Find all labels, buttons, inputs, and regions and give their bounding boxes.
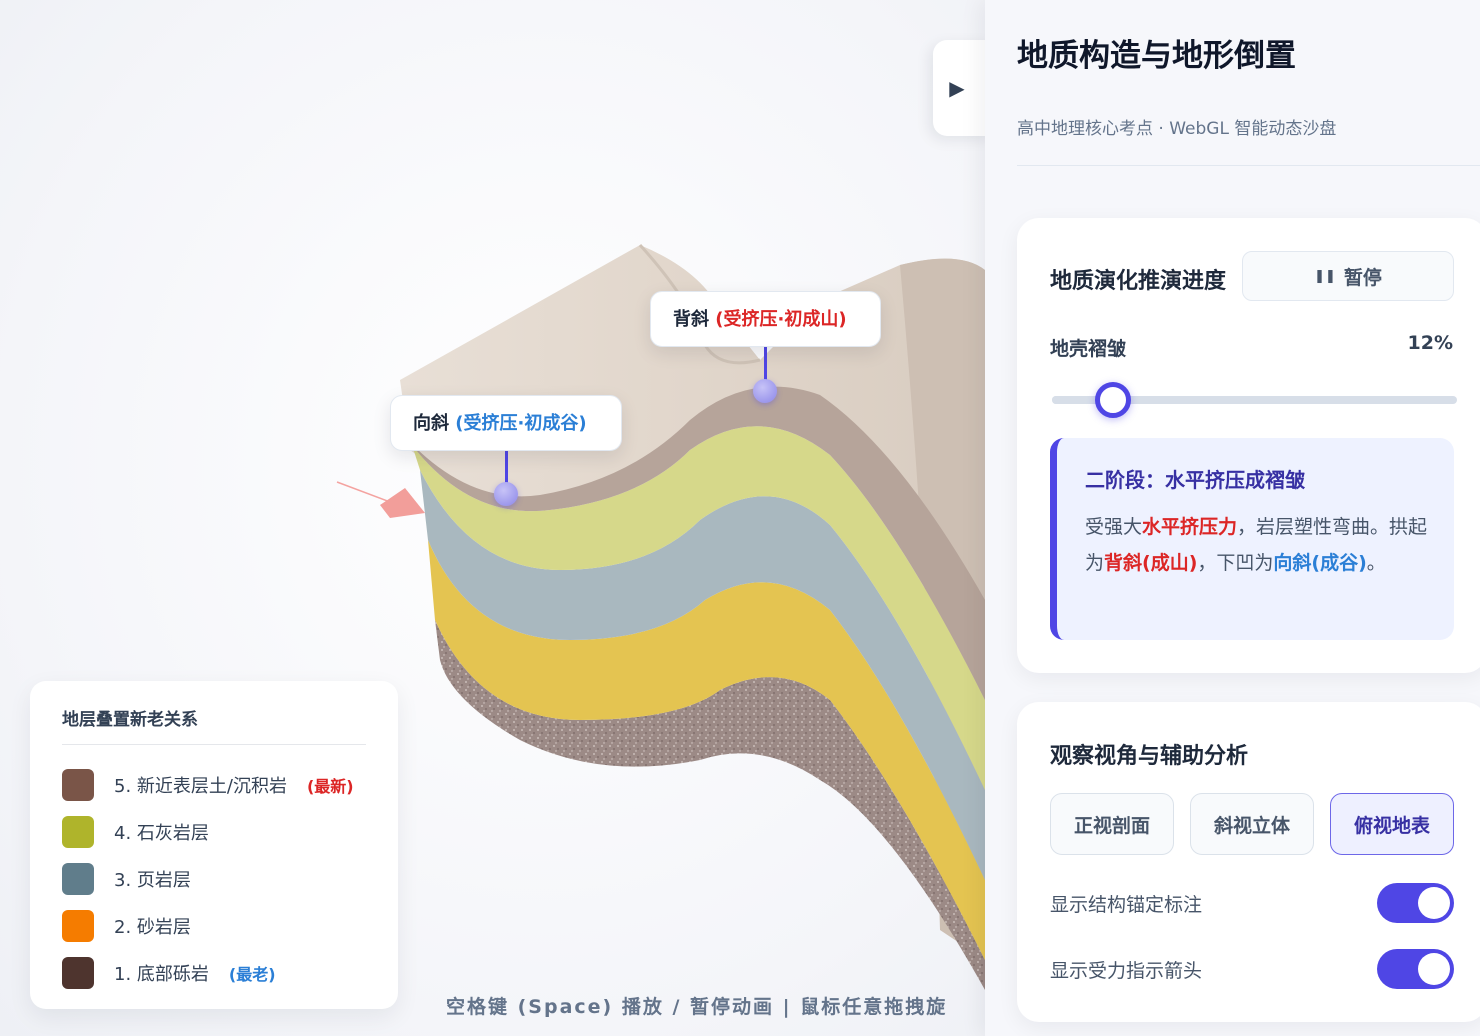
legend-item: 5. 新近表层土/沉积岩 (最新) — [62, 761, 366, 808]
toggle-force-arrows-label: 显示受力指示箭头 — [1050, 959, 1203, 982]
switch-knob — [1418, 953, 1450, 985]
legend-swatch — [62, 956, 94, 989]
panel-subtitle: 高中地理核心考点 · WebGL 智能动态沙盘 — [1017, 119, 1337, 139]
syncline-label-note: (受挤压·初成谷) — [455, 413, 587, 434]
pause-icon: ❚❚ — [1314, 268, 1336, 284]
geology-canvas[interactable]: 向斜 (受挤压·初成谷) 背斜 (受挤压·初成山) 地层叠置新老关系 5. 新近… — [0, 0, 985, 1036]
play-icon: ▶ — [949, 76, 965, 100]
progress-title: 地质演化推演进度 — [1050, 269, 1227, 294]
toggle-anchor-labels-switch[interactable] — [1377, 883, 1454, 923]
toggle-force-arrows-switch[interactable] — [1377, 949, 1454, 989]
panel-header: 地质构造与地形倒置 高中地理核心考点 · WebGL 智能动态沙盘 — [1017, 0, 1480, 166]
view-top-surface-button[interactable]: 俯视地表 — [1330, 793, 1454, 855]
pressure-arrow-head — [380, 488, 425, 518]
stage-text-highlight-force: 水平挤压力 — [1142, 516, 1238, 538]
progress-card: 地质演化推演进度 ❚❚ 暂停 地壳褶皱 12% 二阶段：水平挤压成褶皱 受强大水… — [1017, 218, 1480, 673]
view-oblique-button[interactable]: 斜视立体 — [1190, 793, 1314, 855]
legend-swatch — [62, 768, 94, 801]
toggle-force-arrows-row: 显示受力指示箭头 — [1050, 949, 1454, 989]
legend-item-note: (最老) — [228, 964, 276, 984]
stage-text-highlight-syncline: 向斜(成谷) — [1273, 552, 1367, 574]
pause-button[interactable]: ❚❚ 暂停 — [1242, 251, 1454, 301]
view-front-section-button[interactable]: 正视剖面 — [1050, 793, 1174, 855]
pause-label: 暂停 — [1343, 266, 1382, 289]
legend-swatch — [62, 815, 94, 848]
legend-item: 2. 砂岩层 — [62, 902, 366, 949]
legend-item: 3. 页岩层 — [62, 855, 366, 902]
fold-slider-value: 12% — [1407, 332, 1453, 354]
legend-item-label: 1. 底部砾岩 — [114, 963, 209, 985]
stage-text-part: 。 — [1366, 552, 1386, 574]
syncline-label-name: 向斜 — [413, 413, 449, 434]
legend-item-label: 5. 新近表层土/沉积岩 — [114, 775, 287, 797]
syncline-pin-dot — [494, 482, 518, 506]
syncline-pin-line — [505, 450, 508, 494]
pressure-arrow-line — [336, 481, 391, 503]
anticline-label-name: 背斜 — [673, 309, 709, 330]
stage-text-part: 受强大 — [1085, 516, 1143, 538]
fold-slider-fill — [1052, 396, 1101, 404]
legend-item: 1. 底部砾岩 (最老) — [62, 949, 366, 996]
legend-title: 地层叠置新老关系 — [62, 705, 366, 745]
stage-description: 二阶段：水平挤压成褶皱 受强大水平挤压力，岩层塑性弯曲。拱起为背斜(成山)，下凹… — [1050, 438, 1454, 640]
play-icon-button[interactable]: ▶ — [933, 40, 993, 136]
anticline-pin-line — [764, 346, 767, 388]
legend-swatch — [62, 862, 94, 895]
control-panel: 地质构造与地形倒置 高中地理核心考点 · WebGL 智能动态沙盘 地质演化推演… — [985, 0, 1480, 1036]
stage-text: 受强大水平挤压力，岩层塑性弯曲。拱起为背斜(成山)，下凹为向斜(成谷)。 — [1085, 509, 1428, 581]
strata-legend: 地层叠置新老关系 5. 新近表层土/沉积岩 (最新) 4. 石灰岩层 3. 页岩层 2.… — [30, 681, 398, 1009]
toggle-anchor-labels-label: 显示结构锚定标注 — [1050, 893, 1203, 916]
anticline-label-note: (受挤压·初成山) — [715, 309, 847, 330]
syncline-label: 向斜 (受挤压·初成谷) — [390, 395, 622, 451]
fold-slider[interactable] — [1052, 382, 1457, 418]
stage-text-part: ，下凹为 — [1197, 552, 1274, 574]
legend-item-label: 2. 砂岩层 — [114, 916, 191, 938]
view-title: 观察视角与辅助分析 — [1050, 744, 1249, 769]
fold-slider-label: 地壳褶皱 — [1050, 338, 1127, 360]
legend-item: 4. 石灰岩层 — [62, 808, 366, 855]
switch-knob — [1418, 887, 1450, 919]
keyboard-hint: 空格键 (Space) 播放 / 暂停动画 | 鼠标任意拖拽旋 — [446, 996, 948, 1018]
toggle-anchor-labels-row: 显示结构锚定标注 — [1050, 883, 1454, 923]
anticline-label: 背斜 (受挤压·初成山) — [650, 291, 881, 347]
stage-text-highlight-anticline: 背斜(成山) — [1104, 552, 1198, 574]
legend-swatch — [62, 909, 94, 942]
legend-item-note: (最新) — [306, 776, 354, 796]
view-card: 观察视角与辅助分析 正视剖面 斜视立体 俯视地表 显示结构锚定标注 显示受力指示… — [1017, 702, 1480, 1022]
panel-title: 地质构造与地形倒置 — [1017, 38, 1296, 74]
anticline-pin-dot — [753, 379, 777, 403]
stage-title: 二阶段：水平挤压成褶皱 — [1085, 468, 1305, 492]
fold-slider-thumb[interactable] — [1094, 382, 1131, 418]
legend-item-label: 4. 石灰岩层 — [114, 822, 209, 844]
legend-item-label: 3. 页岩层 — [114, 869, 191, 891]
stage-text-part: ，岩层塑性弯曲。拱起为 — [1085, 516, 1428, 574]
